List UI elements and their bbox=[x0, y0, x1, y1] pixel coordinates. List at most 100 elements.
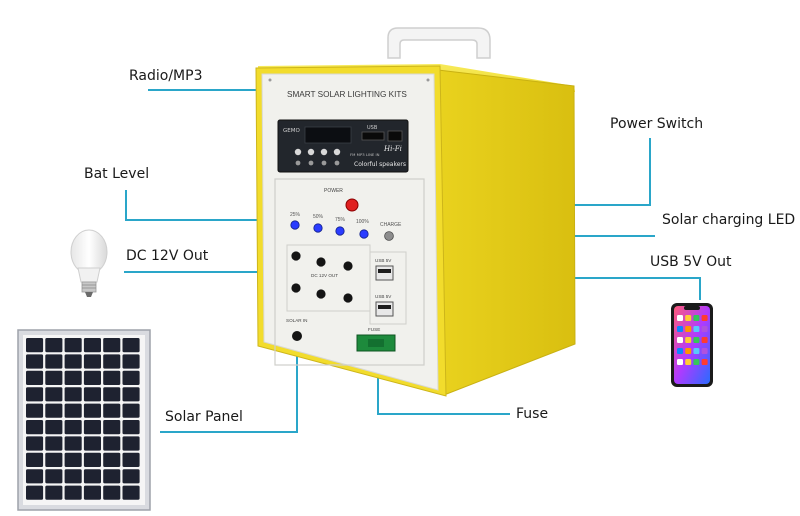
phone-app-icon bbox=[693, 315, 700, 321]
radio-caption-text: Colorful speakers bbox=[354, 161, 406, 168]
fuse-holder-cap bbox=[368, 339, 384, 347]
radio-brand-text: GEMO bbox=[283, 128, 300, 134]
solar-cell bbox=[26, 387, 44, 402]
power-label: POWER bbox=[324, 188, 343, 194]
solar-cell bbox=[26, 436, 44, 451]
solar-cell bbox=[122, 485, 140, 500]
solar-cell bbox=[45, 354, 63, 369]
phone-app-grid bbox=[677, 315, 708, 365]
control-panel-frame bbox=[274, 178, 425, 366]
bat-led-100 bbox=[359, 229, 369, 239]
dc-port-2[interactable] bbox=[316, 257, 326, 267]
usb-port-1-tongue bbox=[378, 269, 391, 273]
phone-app-icon bbox=[701, 315, 708, 321]
solar-cell bbox=[64, 420, 82, 435]
phone-app-icon bbox=[677, 337, 683, 343]
solar-cell bbox=[103, 420, 121, 435]
callout-solar-panel: Solar Panel bbox=[165, 409, 243, 425]
radio-button-4[interactable] bbox=[333, 148, 341, 156]
bat-led-25 bbox=[290, 220, 300, 230]
dc-port-5[interactable] bbox=[316, 289, 326, 299]
screw-top-right bbox=[426, 78, 430, 82]
radio-button-7[interactable] bbox=[321, 160, 327, 166]
solar-cell bbox=[26, 420, 44, 435]
radio-button-1[interactable] bbox=[294, 148, 302, 156]
solar-cell bbox=[83, 469, 101, 484]
dc-port-3[interactable] bbox=[343, 261, 353, 271]
solar-cell bbox=[45, 370, 63, 385]
bulb-base bbox=[81, 281, 97, 293]
radio-usb-slot[interactable] bbox=[361, 131, 385, 141]
solar-cell bbox=[26, 485, 44, 500]
solar-cell bbox=[103, 354, 121, 369]
usb-port-2-tongue bbox=[378, 305, 391, 309]
dc-port-6[interactable] bbox=[343, 293, 353, 303]
power-switch[interactable] bbox=[345, 198, 359, 212]
solar-cell bbox=[122, 420, 140, 435]
solar-cell-grid bbox=[26, 338, 140, 500]
solar-cell bbox=[83, 420, 101, 435]
housing-side bbox=[437, 69, 576, 396]
callout-radio: Radio/MP3 bbox=[129, 68, 203, 84]
radio-button-2[interactable] bbox=[307, 148, 315, 156]
usb-label-1: USB 5V bbox=[375, 258, 392, 263]
usb-label-2: USB 5V bbox=[375, 294, 392, 299]
phone-app-icon bbox=[685, 326, 692, 332]
solar-cell bbox=[64, 452, 82, 467]
bat-level-label-75: 75% bbox=[335, 217, 346, 223]
solar-cell bbox=[122, 469, 140, 484]
usb-frame bbox=[369, 251, 407, 325]
solar-cell bbox=[83, 387, 101, 402]
solar-cell bbox=[122, 370, 140, 385]
bat-led-50 bbox=[313, 223, 323, 233]
solar-panel bbox=[17, 329, 151, 511]
solar-cell bbox=[83, 436, 101, 451]
phone-app-icon bbox=[701, 337, 708, 343]
solar-cell bbox=[103, 452, 121, 467]
dc-port-1[interactable] bbox=[291, 251, 301, 261]
solar-cell bbox=[45, 469, 63, 484]
radio-button-8[interactable] bbox=[334, 160, 340, 166]
panel-title: SMART SOLAR LIGHTING KITS bbox=[287, 90, 407, 99]
solar-in-port[interactable] bbox=[292, 331, 302, 341]
dc-port-4[interactable] bbox=[291, 283, 301, 293]
solar-cell bbox=[83, 370, 101, 385]
phone-app-icon bbox=[701, 359, 708, 365]
bat-level-label-100: 100% bbox=[356, 219, 369, 225]
radio-button-5[interactable] bbox=[295, 160, 301, 166]
phone-app-icon bbox=[685, 337, 692, 343]
radio-button-3[interactable] bbox=[320, 148, 328, 156]
solar-cell bbox=[26, 370, 44, 385]
solar-cell bbox=[103, 387, 121, 402]
carry-handle bbox=[387, 27, 491, 59]
phone-app-icon bbox=[677, 348, 683, 354]
solar-cell bbox=[64, 387, 82, 402]
bulb-glass bbox=[70, 229, 108, 275]
fuse-label: FUSE bbox=[368, 327, 380, 332]
callout-power-switch: Power Switch bbox=[610, 116, 704, 132]
solar-cell bbox=[45, 338, 63, 353]
solar-cell bbox=[64, 469, 82, 484]
phone-app-icon bbox=[693, 359, 700, 365]
solar-cell bbox=[26, 354, 44, 369]
solar-cell bbox=[83, 354, 101, 369]
solar-charging-led bbox=[384, 231, 394, 241]
solar-cell bbox=[45, 485, 63, 500]
solar-cell bbox=[122, 387, 140, 402]
bulb-neck bbox=[77, 267, 101, 283]
solar-cell bbox=[45, 420, 63, 435]
phone-app-icon bbox=[677, 359, 683, 365]
phone-app-icon bbox=[693, 326, 700, 332]
solar-panel-callout-line bbox=[160, 336, 298, 433]
callout-solar-led: Solar charging LED bbox=[662, 212, 796, 228]
bat-led-75 bbox=[335, 226, 345, 236]
solar-cell bbox=[103, 469, 121, 484]
charge-label: CHARGE bbox=[380, 222, 402, 228]
solar-cell bbox=[26, 452, 44, 467]
radio-sd-slot[interactable] bbox=[387, 130, 403, 142]
phone-screen bbox=[674, 306, 710, 384]
bulb-tip bbox=[85, 292, 93, 297]
radio-button-6[interactable] bbox=[308, 160, 314, 166]
